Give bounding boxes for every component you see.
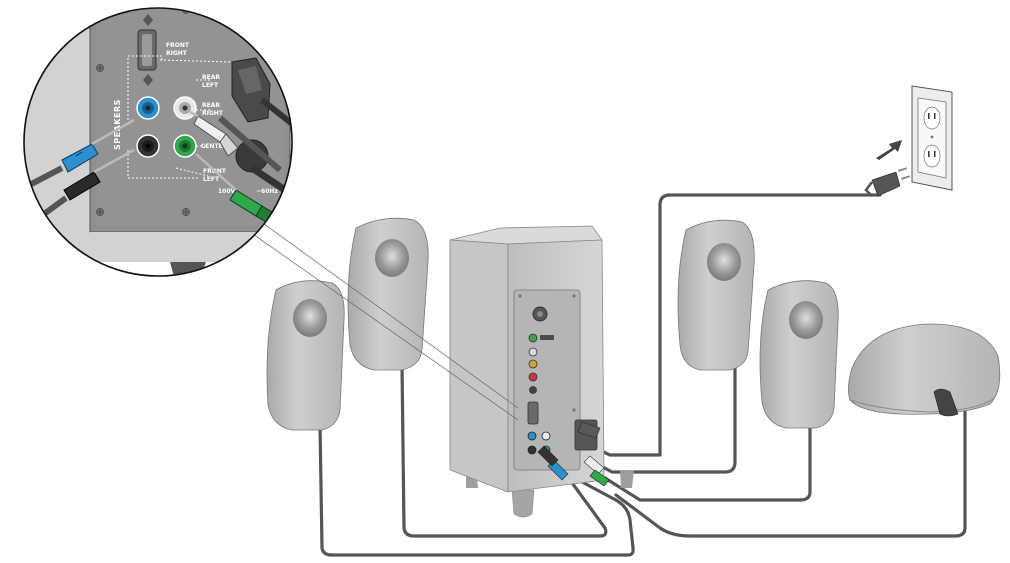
cable-front-left: [318, 423, 635, 557]
subwoofer: [449, 225, 634, 518]
jack-center[interactable]: [173, 134, 197, 158]
plug-black-zoom: [63, 148, 135, 201]
cable-rear-right: [584, 363, 737, 474]
plug-black: [537, 445, 559, 467]
control-pod-cable-clip: [933, 388, 959, 417]
cable-control-pod: [614, 410, 967, 538]
arrow-icon: [876, 140, 902, 160]
plug-green: [589, 469, 610, 487]
power-plug-icon: [864, 167, 911, 197]
label-rear-right-1: REAR: [202, 102, 220, 109]
label-rear-left-1: REAR: [202, 74, 220, 81]
cable-power: [586, 193, 882, 457]
speaker-rear-right: [677, 219, 755, 371]
plug-blue-zoom: [61, 118, 135, 173]
input-jack[interactable]: [528, 333, 538, 343]
speaker-front-right: [759, 280, 839, 429]
inset-zoom: SPEAKERS: [23, 7, 300, 277]
leader-line: [249, 231, 519, 421]
label-frequency: ~60Hz: [256, 188, 278, 195]
speaker-rear-left: [347, 217, 429, 371]
input-jack[interactable]: [528, 359, 538, 369]
leader-line: [252, 215, 519, 409]
label-front-left-2: LEFT: [203, 176, 220, 183]
speaker-jack[interactable]: [541, 431, 551, 441]
jack-rear-left[interactable]: [136, 96, 160, 120]
label-rear-right-2: RIGHT: [202, 110, 224, 117]
label-center: CENTER: [201, 143, 228, 150]
label-front-right-1: FRONT: [166, 42, 190, 49]
jack-rear-right[interactable]: [173, 96, 197, 120]
plug-white-zoom: [189, 110, 239, 157]
label-front-right-2: RIGHT: [166, 50, 188, 57]
speaker-cables: [318, 193, 967, 557]
cable-rear-left: [400, 363, 608, 538]
cable-front-right: [603, 420, 812, 502]
input-jack[interactable]: [529, 386, 537, 394]
subwoofer-back-panel: [513, 289, 581, 471]
input-jack[interactable]: [528, 372, 538, 382]
db-connector[interactable]: [137, 14, 157, 86]
label-voltage: 100V: [218, 188, 236, 195]
speaker-jack[interactable]: [527, 445, 537, 455]
subwoofer-foot: [511, 489, 535, 518]
power-inlet-zoom[interactable]: [231, 57, 300, 133]
subwoofer-foot: [620, 470, 634, 488]
control-pod: [848, 323, 1001, 417]
plug-white: [583, 455, 605, 475]
plug-power: [577, 421, 601, 439]
speaker-front-left: [266, 280, 345, 431]
power-outlet-icon: [911, 85, 953, 191]
control-pod-port[interactable]: [527, 401, 539, 425]
label-rear-left-2: LEFT: [202, 82, 219, 89]
speaker-jack[interactable]: [527, 431, 537, 441]
jack-front-left[interactable]: [136, 134, 160, 158]
inset-side-label: SPEAKERS: [113, 99, 122, 150]
input-jack[interactable]: [528, 347, 538, 357]
plug-green-zoom: [195, 153, 273, 223]
